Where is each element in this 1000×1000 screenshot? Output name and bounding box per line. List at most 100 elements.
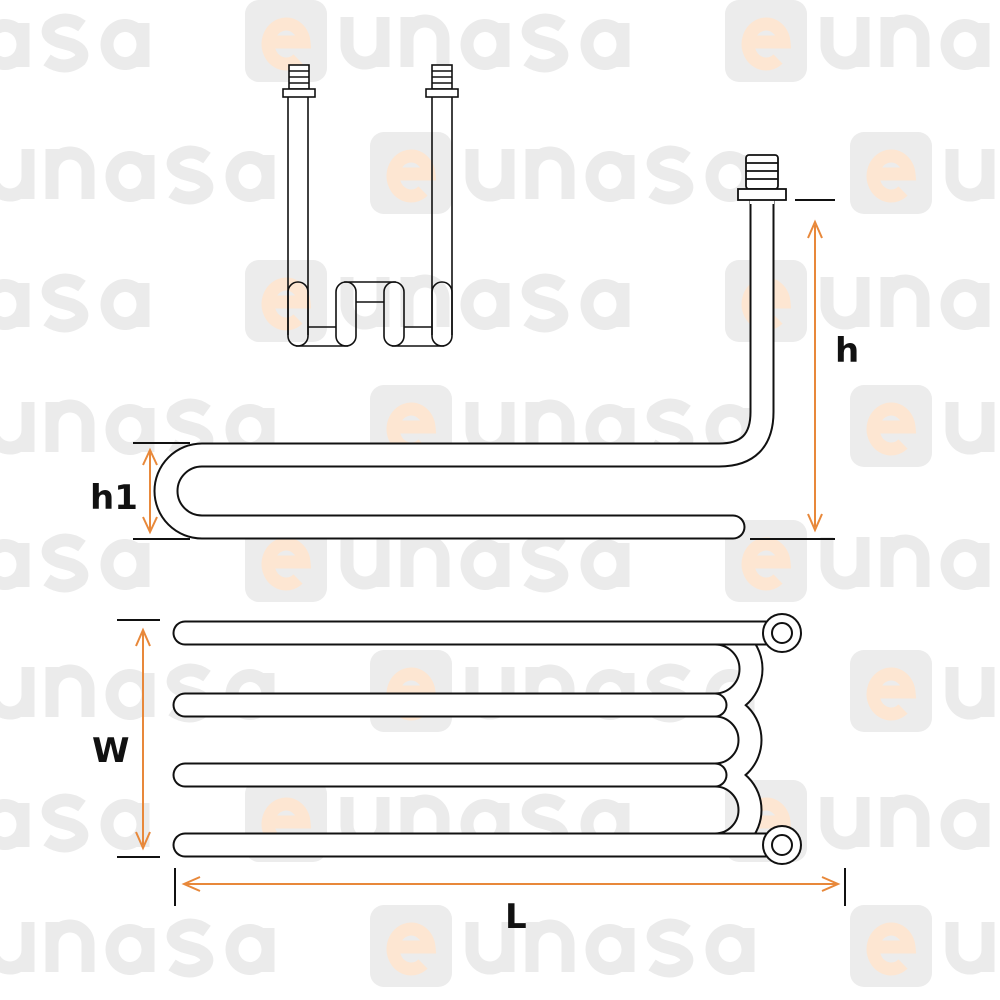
watermark-glyph (105, 669, 155, 720)
watermark-glyph (41, 273, 89, 333)
watermark-glyph (465, 922, 515, 975)
watermark-glyph (940, 279, 990, 330)
watermark-glyph (400, 274, 450, 327)
watermark-glyph (465, 149, 515, 202)
fitting-right (425, 64, 459, 98)
watermark-glyph (525, 919, 575, 972)
watermark-glyph (580, 19, 630, 70)
watermark-glyph (880, 14, 930, 67)
watermark-glyph (580, 539, 630, 590)
front-view (282, 64, 459, 347)
watermark-tile (245, 520, 630, 602)
watermark-glyph (340, 537, 390, 590)
watermark-glyph (646, 145, 694, 205)
watermark-glyph (100, 279, 150, 330)
watermark-glyph (880, 274, 930, 327)
watermark-glyph (945, 149, 995, 202)
watermark-tile (0, 145, 275, 205)
watermark-glyph (521, 273, 569, 333)
watermark-e-glyph (386, 149, 437, 203)
watermark-glyph (400, 534, 450, 587)
watermark-glyph (166, 918, 214, 978)
watermark-glyph (460, 279, 510, 330)
watermark-tile (370, 650, 755, 732)
watermark-glyph (45, 664, 95, 717)
watermark-glyph (940, 799, 990, 850)
watermark-glyph (521, 13, 569, 73)
watermark-glyph (0, 799, 30, 850)
watermark-glyph (41, 793, 89, 853)
watermark-glyph (940, 539, 990, 590)
watermark-glyph (945, 402, 995, 455)
watermark-glyph (41, 13, 89, 73)
watermark-glyph (940, 19, 990, 70)
watermark-glyph (880, 534, 930, 587)
top-view (172, 613, 802, 865)
watermark-glyph (45, 399, 95, 452)
watermark-tile (850, 385, 995, 467)
watermark-glyph (705, 924, 755, 975)
watermark-glyph (820, 797, 870, 850)
watermark-e-glyph (866, 667, 917, 721)
watermark-tile (850, 132, 995, 214)
watermark-e-glyph (866, 149, 917, 203)
watermark-e-glyph (866, 402, 917, 456)
watermark-glyph (521, 533, 569, 593)
watermark-tile (0, 533, 150, 593)
watermark-glyph (41, 533, 89, 593)
watermark-tile (245, 0, 630, 82)
watermark-tile (0, 918, 275, 978)
watermark-glyph (945, 667, 995, 720)
dimensions (117, 199, 846, 906)
watermark-tile (370, 905, 755, 987)
watermark-glyph (166, 145, 214, 205)
watermark-e-glyph (261, 277, 312, 331)
watermark-tile (0, 663, 275, 723)
watermark-e-glyph (741, 537, 792, 591)
watermark-glyph (400, 14, 450, 67)
watermark-glyph (105, 151, 155, 202)
watermark-glyph (820, 277, 870, 330)
watermark-tile (850, 650, 995, 732)
watermark-glyph (0, 922, 35, 975)
watermark-tile (725, 520, 990, 602)
watermark-e-glyph (866, 922, 917, 976)
watermark-glyph (460, 539, 510, 590)
label-l: L (505, 897, 527, 937)
watermark-tile (850, 905, 995, 987)
watermark-glyph (0, 667, 35, 720)
watermark-e-glyph (261, 17, 312, 71)
watermark-glyph (820, 17, 870, 70)
watermark-glyph (646, 918, 694, 978)
watermark-glyph (820, 537, 870, 590)
watermark-glyph (0, 19, 30, 70)
watermark-glyph (0, 539, 30, 590)
watermark-e-glyph (261, 537, 312, 591)
label-h1: h1 (90, 478, 138, 518)
watermark-tile (0, 273, 150, 333)
label-w: W (92, 731, 130, 771)
watermark-glyph (0, 149, 35, 202)
watermark-glyph (585, 924, 635, 975)
watermark-e-glyph (386, 922, 437, 976)
watermark-glyph (945, 922, 995, 975)
watermark-glyph (880, 794, 930, 847)
watermark-glyph (225, 924, 275, 975)
watermark-e-glyph (741, 17, 792, 71)
watermark-tile (0, 13, 150, 73)
watermark-glyph (525, 146, 575, 199)
watermark-tile (0, 793, 150, 853)
watermark-glyph (100, 799, 150, 850)
watermark-glyph (225, 151, 275, 202)
watermark-glyph (100, 539, 150, 590)
watermark-glyph (460, 19, 510, 70)
watermark-tile (725, 0, 990, 82)
watermark-glyph (105, 924, 155, 975)
side-fitting (737, 154, 787, 201)
watermark-glyph (0, 279, 30, 330)
watermark-glyph (585, 151, 635, 202)
fitting-left (282, 64, 316, 98)
